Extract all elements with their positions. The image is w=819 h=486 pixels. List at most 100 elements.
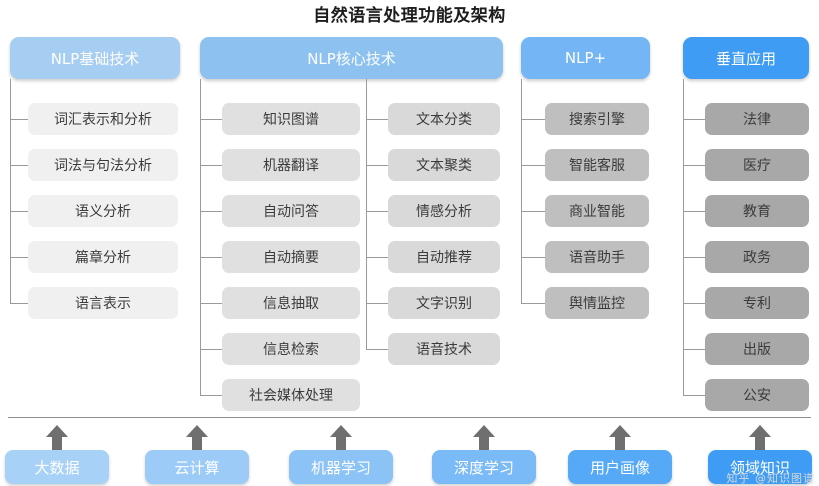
node-label: 知识图谱 [263, 112, 319, 128]
branch-connector [366, 119, 388, 120]
branch-connector [200, 303, 222, 304]
branch-stem-vertical-apps [683, 79, 684, 395]
branch-connector [683, 165, 705, 166]
branch-connector [683, 119, 705, 120]
node-nlp-basic-2[interactable]: 语义分析 [28, 195, 178, 227]
foundation-label: 深度学习 [453, 458, 514, 477]
branch-connector [200, 349, 222, 350]
node-nlp-core-right-3[interactable]: 自动推荐 [388, 241, 500, 273]
branch-stem-nlp-plus [521, 79, 522, 303]
node-nlp-basic-1[interactable]: 词法与句法分析 [28, 149, 178, 181]
node-label: 搜索引擎 [569, 112, 625, 128]
up-arrow-2 [330, 425, 352, 450]
node-nlp-core-left-3[interactable]: 自动摘要 [222, 241, 360, 273]
foundation-0[interactable]: 大数据 [5, 450, 109, 484]
node-nlp-plus-0[interactable]: 搜索引擎 [545, 103, 649, 135]
foundation-2[interactable]: 机器学习 [289, 450, 393, 484]
column-header-vertical-apps[interactable]: 垂直应用 [683, 37, 809, 79]
branch-connector [683, 395, 705, 396]
node-label: 医疗 [743, 158, 771, 174]
node-label: 自动问答 [263, 204, 319, 220]
column-header-nlp-basic[interactable]: NLP基础技术 [10, 37, 180, 79]
node-nlp-basic-3[interactable]: 篇章分析 [28, 241, 178, 273]
branch-connector [366, 211, 388, 212]
up-arrow-3 [473, 425, 495, 450]
column-header-label: NLP核心技术 [307, 49, 396, 68]
branch-connector [521, 303, 545, 304]
node-vertical-apps-0[interactable]: 法律 [705, 103, 809, 135]
branch-connector [521, 257, 545, 258]
node-vertical-apps-5[interactable]: 出版 [705, 333, 809, 365]
foundation-divider [8, 417, 811, 418]
column-header-label: NLP+ [564, 49, 607, 67]
node-vertical-apps-1[interactable]: 医疗 [705, 149, 809, 181]
node-nlp-core-left-4[interactable]: 信息抽取 [222, 287, 360, 319]
node-nlp-core-right-5[interactable]: 语音技术 [388, 333, 500, 365]
node-label: 舆情监控 [569, 296, 625, 312]
node-vertical-apps-3[interactable]: 政务 [705, 241, 809, 273]
node-nlp-plus-3[interactable]: 语音助手 [545, 241, 649, 273]
node-vertical-apps-2[interactable]: 教育 [705, 195, 809, 227]
branch-connector [200, 165, 222, 166]
foundation-5[interactable]: 领域知识 [708, 450, 812, 484]
branch-connector [366, 349, 388, 350]
node-nlp-plus-4[interactable]: 舆情监控 [545, 287, 649, 319]
branch-connector [10, 165, 28, 166]
up-arrow-1 [186, 425, 208, 450]
up-arrow-4 [609, 425, 631, 450]
branch-connector [683, 303, 705, 304]
node-label: 教育 [743, 204, 771, 220]
node-label: 文本分类 [416, 112, 472, 128]
foundation-label: 机器学习 [310, 458, 371, 477]
node-label: 篇章分析 [75, 250, 131, 266]
node-nlp-core-left-0[interactable]: 知识图谱 [222, 103, 360, 135]
node-label: 语音助手 [569, 250, 625, 266]
node-label: 语音技术 [416, 342, 472, 358]
node-nlp-plus-2[interactable]: 商业智能 [545, 195, 649, 227]
node-nlp-basic-0[interactable]: 词汇表示和分析 [28, 103, 178, 135]
branch-connector [683, 211, 705, 212]
node-label: 政务 [743, 250, 771, 266]
branch-connector [10, 119, 28, 120]
node-nlp-core-left-2[interactable]: 自动问答 [222, 195, 360, 227]
node-label: 信息抽取 [263, 296, 319, 312]
branch-stem-nlp-core-left [200, 79, 201, 395]
foundation-label: 领域知识 [729, 458, 790, 477]
node-label: 机器翻译 [263, 158, 319, 174]
node-nlp-core-right-1[interactable]: 文本聚类 [388, 149, 500, 181]
node-label: 语言表示 [75, 296, 131, 312]
column-header-nlp-core[interactable]: NLP核心技术 [200, 37, 503, 79]
node-label: 社会媒体处理 [249, 388, 333, 404]
foundation-label: 云计算 [174, 458, 220, 477]
foundation-1[interactable]: 云计算 [145, 450, 249, 484]
node-vertical-apps-6[interactable]: 公安 [705, 379, 809, 411]
node-nlp-core-right-2[interactable]: 情感分析 [388, 195, 500, 227]
node-label: 自动推荐 [416, 250, 472, 266]
branch-connector [521, 165, 545, 166]
node-nlp-core-right-0[interactable]: 文本分类 [388, 103, 500, 135]
node-nlp-core-left-5[interactable]: 信息检索 [222, 333, 360, 365]
node-label: 信息检索 [263, 342, 319, 358]
foundation-label: 大数据 [34, 458, 80, 477]
node-nlp-basic-4[interactable]: 语言表示 [28, 287, 178, 319]
branch-connector [200, 211, 222, 212]
branch-stem-nlp-basic [10, 79, 11, 303]
node-nlp-core-right-4[interactable]: 文字识别 [388, 287, 500, 319]
node-nlp-plus-1[interactable]: 智能客服 [545, 149, 649, 181]
node-label: 情感分析 [416, 204, 472, 220]
foundation-label: 用户画像 [589, 458, 650, 477]
node-nlp-core-left-6[interactable]: 社会媒体处理 [222, 379, 360, 411]
column-header-nlp-plus[interactable]: NLP+ [521, 37, 650, 79]
branch-connector [366, 165, 388, 166]
watermark: 知乎 @知识图谱 [726, 472, 815, 485]
up-arrow-5 [749, 425, 771, 450]
node-vertical-apps-4[interactable]: 专利 [705, 287, 809, 319]
node-label: 专利 [743, 296, 771, 312]
foundation-4[interactable]: 用户画像 [568, 450, 672, 484]
foundation-3[interactable]: 深度学习 [432, 450, 536, 484]
node-nlp-core-left-1[interactable]: 机器翻译 [222, 149, 360, 181]
branch-connector [683, 349, 705, 350]
node-label: 词法与句法分析 [54, 158, 152, 174]
node-label: 出版 [743, 342, 771, 358]
